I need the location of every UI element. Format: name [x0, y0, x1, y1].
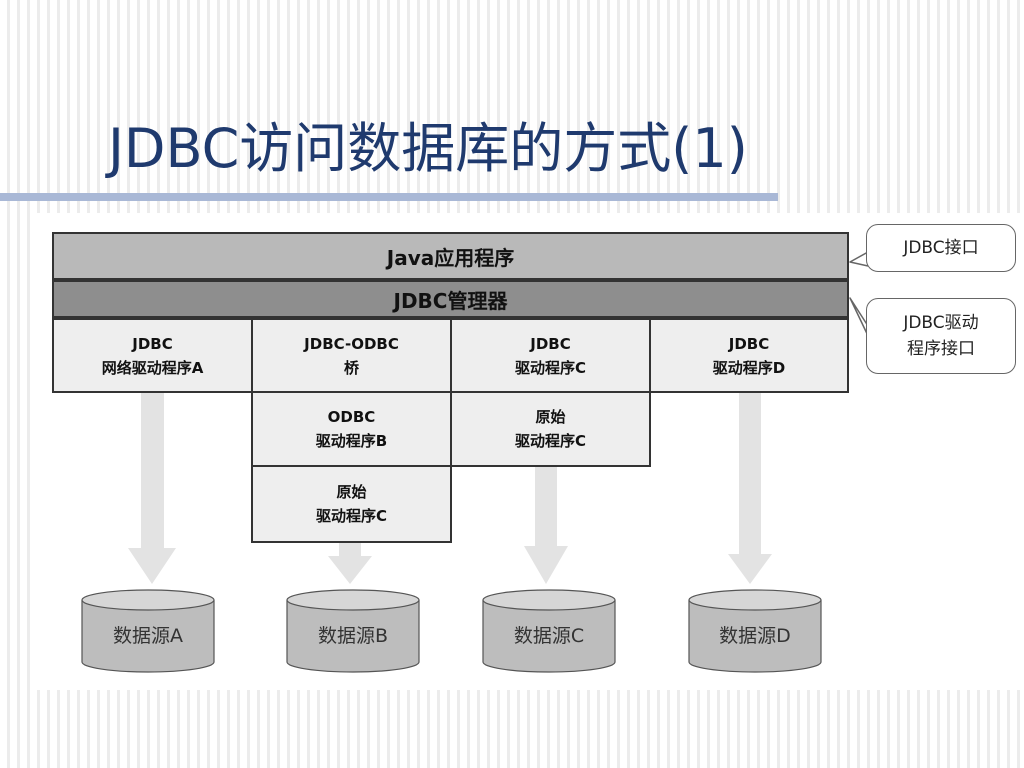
arrow-to-source-b — [328, 543, 372, 584]
driver-line: JDBC — [728, 334, 770, 353]
data-source-label-d: 数据源D — [719, 625, 791, 647]
driver-line: 网络驱动程序A — [101, 358, 204, 377]
jdbc-manager-label: JDBC管理器 — [393, 288, 508, 313]
database-c — [482, 589, 616, 673]
driver-line: 驱动程序C — [315, 507, 387, 525]
data-source-label-c: 数据源C — [514, 625, 584, 647]
driver-box-bridge: JDBC-ODBC 桥 — [251, 318, 452, 393]
database-b — [286, 589, 420, 673]
native-driver-box-c: 原始 驱动程序C — [450, 391, 651, 467]
java-application-label: Java应用程序 — [386, 245, 515, 270]
callout-jdbc-interface: JDBC接口 — [866, 224, 1016, 272]
callout-driver-interface: JDBC驱动 程序接口 — [866, 298, 1016, 374]
driver-line: JDBC — [132, 334, 173, 353]
arrow-to-source-c — [524, 467, 568, 584]
slide-title: JDBC访问数据库的方式(1) — [108, 117, 748, 180]
callout-pointer-driver — [849, 297, 871, 341]
odbc-driver-box: ODBC 驱动程序B — [251, 391, 452, 467]
callout-text: JDBC接口 — [903, 238, 979, 258]
callout-text: JDBC驱动 — [903, 313, 979, 333]
driver-line: 驱动程序D — [712, 358, 786, 377]
native-driver-box-b: 原始 驱动程序C — [251, 465, 452, 543]
arrow-to-source-a — [128, 393, 176, 584]
driver-box-network: JDBC 网络驱动程序A — [52, 318, 253, 393]
callout-text: 程序接口 — [907, 339, 975, 359]
driver-line: 驱动程序B — [315, 432, 388, 450]
java-application-layer: Java应用程序 — [52, 232, 849, 280]
driver-line: 原始 — [336, 483, 367, 501]
arrow-to-source-d — [728, 393, 772, 584]
title-underline — [0, 193, 778, 201]
driver-line: 桥 — [343, 358, 359, 377]
driver-line: 驱动程序C — [514, 432, 586, 450]
database-a — [81, 589, 215, 673]
database-d — [688, 589, 822, 673]
jdbc-manager-layer: JDBC管理器 — [52, 280, 849, 318]
data-source-label-a: 数据源A — [113, 625, 183, 647]
driver-line: 驱动程序C — [514, 358, 586, 377]
driver-line: JDBC-ODBC — [304, 334, 399, 353]
driver-line: ODBC — [327, 408, 376, 426]
driver-box-c: JDBC 驱动程序C — [450, 318, 651, 393]
driver-line: 原始 — [535, 408, 566, 426]
driver-line: JDBC — [530, 334, 571, 353]
data-source-label-b: 数据源B — [318, 625, 388, 647]
callout-pointer-interface — [849, 251, 869, 267]
driver-box-d: JDBC 驱动程序D — [649, 318, 849, 393]
